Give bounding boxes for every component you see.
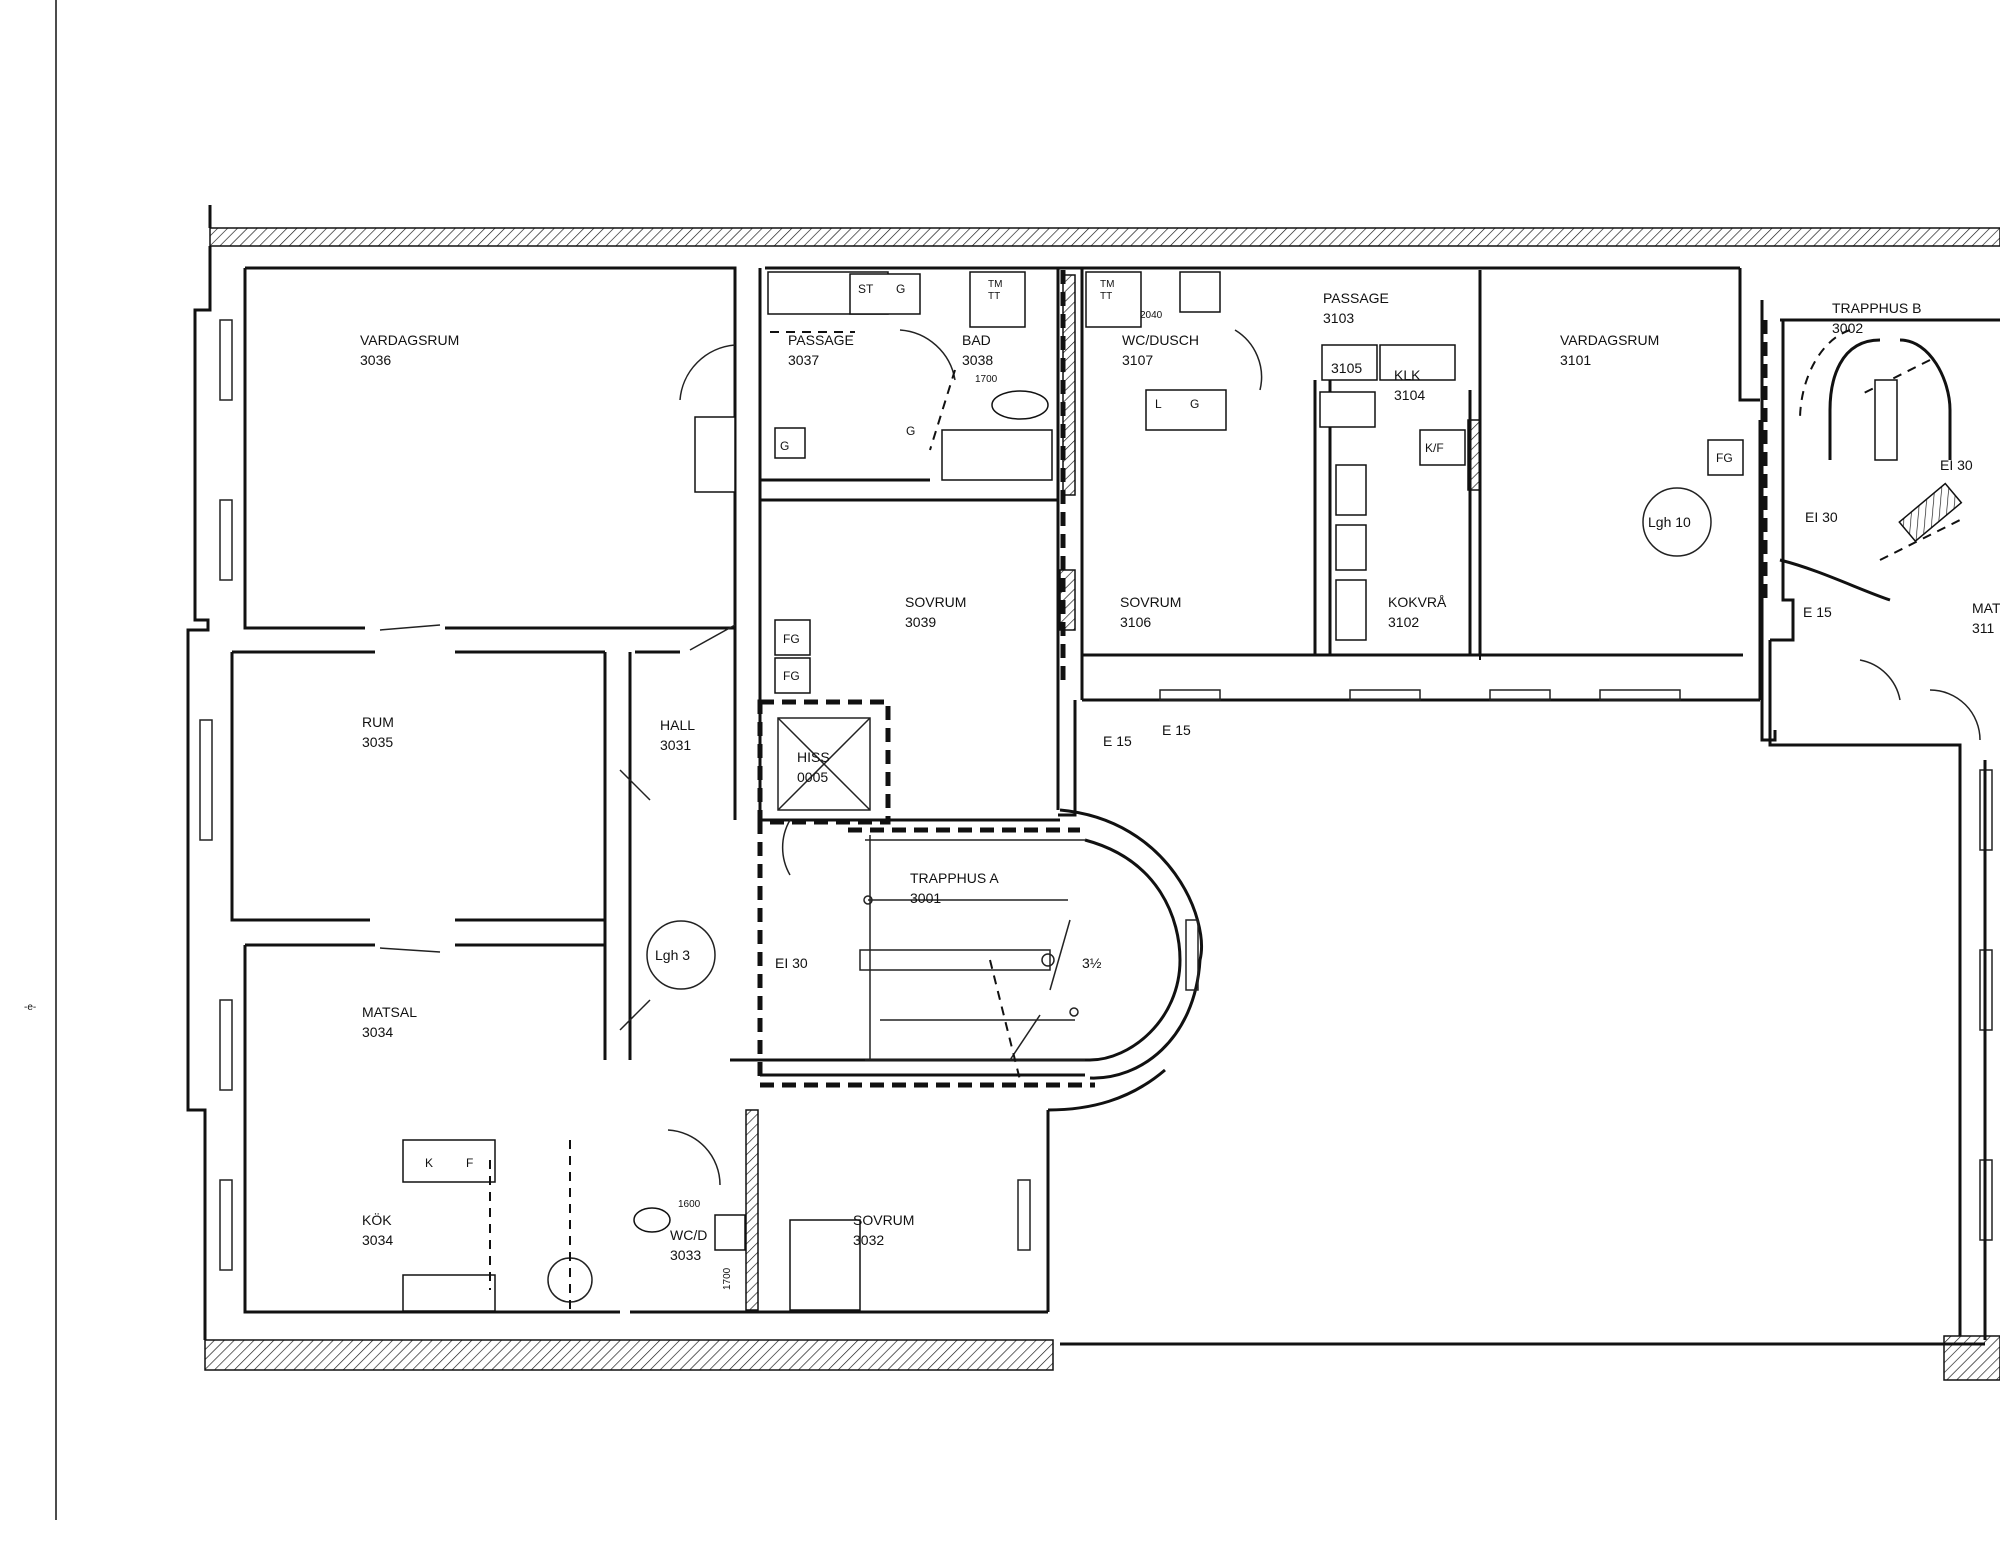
dimension-labels: 1700 2040 1600 1700 xyxy=(678,310,1163,1290)
fire-separation-lines xyxy=(757,270,1768,1088)
apartment-label-lgh3: Lgh 3 xyxy=(655,947,690,963)
room-number-3031: 3031 xyxy=(660,737,691,753)
fixture-label-kf: K/F xyxy=(1425,441,1444,455)
dimension-1700-a: 1700 xyxy=(975,374,998,385)
fixture-labels: ST G G G FG FG FG L G K/F K F TM TT TM T… xyxy=(425,279,1733,1170)
room-number-3034-kok: 3034 xyxy=(362,1232,393,1248)
room-name-kok-3034: KÖK xyxy=(362,1211,392,1228)
room-name-vardagsrum-3036: VARDAGSRUM xyxy=(360,332,459,348)
room-number-3001: 3001 xyxy=(910,890,941,906)
apartment-circle-lgh10 xyxy=(1642,487,1712,557)
room-name-trapphus-3002: TRAPPHUS B xyxy=(1832,300,1921,316)
fixture-label-g-3: G xyxy=(906,424,915,438)
room-name-sovrum-3106: SOVRUM xyxy=(1120,594,1181,610)
room-name-passage-3037: PASSAGE xyxy=(788,332,854,348)
doors xyxy=(379,329,1981,1186)
room-number-3101: 3101 xyxy=(1560,352,1591,368)
fixture-label-tm-1: TM xyxy=(988,279,1002,290)
room-number-3002: 3002 xyxy=(1832,320,1863,336)
room-number-partial-right: 311 xyxy=(1972,620,1995,636)
fixture-label-tt-1: TT xyxy=(988,291,1000,302)
room-name-wcd-3033: WC/D xyxy=(670,1227,707,1243)
room-name-passage-3103: PASSAGE xyxy=(1323,290,1389,306)
margin-mark: -e- xyxy=(24,1002,36,1013)
room-number-3038: 3038 xyxy=(962,352,993,368)
fixture-label-g-4: G xyxy=(1190,397,1199,411)
room-number-3033: 3033 xyxy=(670,1247,701,1263)
fire-rating-ei30-b: EI 30 xyxy=(1940,457,1973,473)
fixture-label-fg-1: FG xyxy=(783,632,800,646)
room-number-3036: 3036 xyxy=(360,352,391,368)
fire-rating-e15-a: E 15 xyxy=(1103,733,1132,749)
fixture-label-st: ST xyxy=(858,282,874,296)
room-name-bad-3038: BAD xyxy=(962,332,991,348)
room-name-sovrum-3032: SOVRUM xyxy=(853,1212,914,1228)
apartment-markers: Lgh 3 Lgh 10 xyxy=(646,487,1712,990)
room-name-klk-3104: KLK xyxy=(1394,367,1421,383)
room-name-sovrum-3039: SOVRUM xyxy=(905,594,966,610)
fire-rating-ei30-a: EI 30 xyxy=(775,955,808,971)
fire-rating-ei30-c: EI 30 xyxy=(1805,509,1838,525)
room-name-vardagsrum-3101: VARDAGSRUM xyxy=(1560,332,1659,348)
fixture-label-tm-2: TM xyxy=(1100,279,1114,290)
room-number-3032: 3032 xyxy=(853,1232,884,1248)
room-labels: VARDAGSRUM 3036 PASSAGE 3037 BAD 3038 WC… xyxy=(360,290,2000,1263)
fixture-label-fg-2: FG xyxy=(783,669,800,683)
room-number-3104: 3104 xyxy=(1394,387,1425,403)
room-name-trapphus-3001: TRAPPHUS A xyxy=(910,870,999,886)
room-name-hiss-0005: HISS xyxy=(797,749,830,765)
exterior-walls xyxy=(204,205,2000,1381)
hatched-stubs xyxy=(745,274,1963,1311)
apartment-label-lgh10: Lgh 10 xyxy=(1648,514,1691,530)
elevator-shaft xyxy=(757,699,891,825)
fixture-label-g-2: G xyxy=(780,439,789,453)
dimension-2040: 2040 xyxy=(1140,310,1163,321)
room-name-wc-dusch-3107: WC/DUSCH xyxy=(1122,332,1199,348)
room-number-3034-matsal: 3034 xyxy=(362,1024,393,1040)
room-number-3039: 3039 xyxy=(905,614,936,630)
room-name-matsal-3034: MATSAL xyxy=(362,1004,417,1020)
walls-right-wing xyxy=(1768,338,1987,1340)
fixture-label-g-1: G xyxy=(896,282,905,296)
room-name-kokvra-3102: KOKVRÅ xyxy=(1388,594,1447,610)
fire-rating-e15-b: E 15 xyxy=(1162,722,1191,738)
dimension-1700-b: 1700 xyxy=(722,1267,733,1290)
fire-rating-e15-c: E 15 xyxy=(1803,604,1832,620)
room-number-3102: 3102 xyxy=(1388,614,1419,630)
room-name-hall-3031: HALL xyxy=(660,717,695,733)
room-number-3103: 3103 xyxy=(1323,310,1354,326)
room-number-0005: 0005 xyxy=(797,769,828,785)
fixture-label-k: K xyxy=(425,1156,433,1170)
room-name-rum-3035: RUM xyxy=(362,714,394,730)
room-number-3107: 3107 xyxy=(1122,352,1153,368)
apartment-circle-lgh3 xyxy=(646,920,716,990)
fixture-label-fg-3: FG xyxy=(1716,451,1733,465)
room-number-3037: 3037 xyxy=(788,352,819,368)
fixture-label-tt-2: TT xyxy=(1100,291,1112,302)
fixture-label-f: F xyxy=(466,1156,473,1170)
trapphus-a-structure xyxy=(730,808,1203,1081)
fixture-label-l: L xyxy=(1155,397,1162,411)
fixtures xyxy=(402,271,1744,1312)
walls-left-wing xyxy=(186,246,1166,1340)
dashed-lines xyxy=(489,329,1961,1310)
stair-note: 3½ xyxy=(1082,955,1102,971)
fire-rating-labels: EI 30 EI 30 EI 30 E 15 E 15 E 15 xyxy=(775,457,1973,971)
room-number-3106: 3106 xyxy=(1120,614,1151,630)
room-number-3035: 3035 xyxy=(362,734,393,750)
room-number-3105: 3105 xyxy=(1331,360,1362,376)
dimension-1600: 1600 xyxy=(678,1199,701,1210)
room-name-partial-right: MAT xyxy=(1972,600,2000,616)
